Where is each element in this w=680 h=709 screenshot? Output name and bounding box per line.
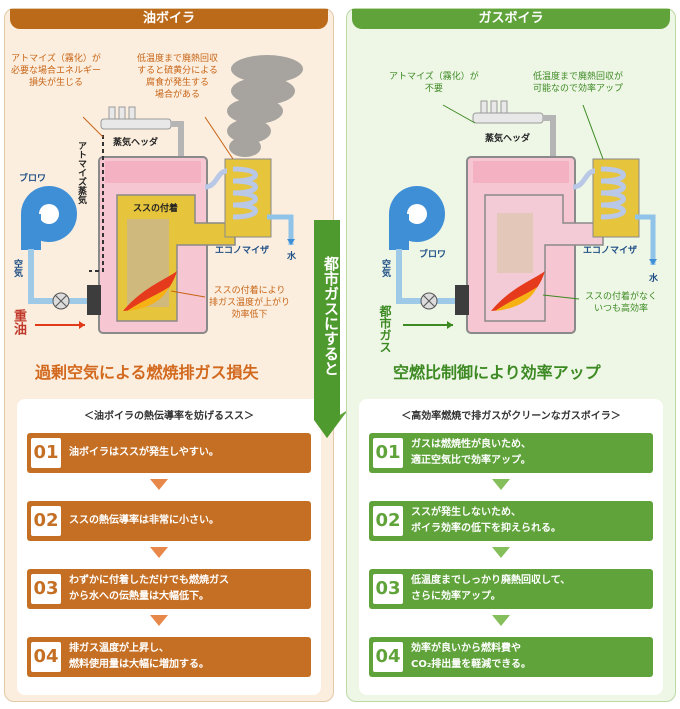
oil-steps-box: ＜油ボイラの熱伝導率を妨げるスス＞ 01 油ボイラはススが発生しやすい。 02 … — [17, 399, 321, 695]
atomize-steam-label: アトマイズ蒸気 — [76, 141, 86, 204]
oil-step-4: 04 排ガス温度が上昇し、 燃料使用量は大幅に増加する。 — [27, 637, 311, 677]
steam-header-label: 蒸気ヘッダ — [113, 138, 159, 148]
air-label: 空気 — [12, 259, 22, 277]
exhaust-smoke — [227, 55, 303, 157]
step-text: 効率が良いから燃料費や CO₂排出量を軽減できる。 — [411, 643, 532, 670]
oil-steps-title: ＜油ボイラの熱伝導率を妨げるスス＞ — [84, 411, 254, 422]
step-arrow — [150, 547, 168, 558]
blower-label: ブロワ — [419, 250, 447, 260]
step-number: 03 — [31, 574, 61, 604]
steam-header-label: 蒸気ヘッダ — [485, 134, 531, 144]
oil-boiler-illustration — [21, 55, 303, 334]
oil-step-1: 01 油ボイラはススが発生しやすい。 — [27, 433, 311, 473]
oil-boiler-tab: 油ボイラ — [10, 9, 328, 29]
gas-step-2: 02 ススが発生しないため、 ボイラ効率の低下を抑えられる。 — [369, 501, 653, 541]
step-number: 04 — [373, 642, 403, 672]
transition-label: 都市ガスにすると — [322, 256, 340, 376]
corrosion-note: 低温度まで廃熱回収 すると硫黄分による 腐食が発生する 場合がある — [137, 54, 219, 100]
step-text: わずかに付着しただけでも燃焼ガス から水への伝熱量は大幅低下。 — [69, 575, 229, 602]
no-soot-note: ススの付着がなく いつも高効率 — [585, 292, 658, 314]
step-text: 油ボイラはススが発生しやすい。 — [69, 447, 219, 458]
oil-step-3: 03 わずかに付着しただけでも燃焼ガス から水への伝熱量は大幅低下。 — [27, 569, 311, 609]
water-label: 水 — [649, 274, 659, 284]
blower — [389, 186, 445, 250]
soot-efficiency-note: ススの付着により 排ガス温度が上がり 効率低下 — [209, 286, 291, 320]
step-number: 02 — [373, 506, 403, 536]
step-text: 低温度までしっかり廃熱回収して、 さらに効率アップ。 — [411, 575, 571, 602]
gas-boiler-tab: ガスボイラ — [352, 9, 670, 29]
step-text: 排ガス温度が上昇し、 燃料使用量は大幅に増加する。 — [69, 643, 209, 670]
steam-header — [100, 106, 184, 159]
burner — [87, 285, 101, 315]
air-label: 空気 — [380, 259, 390, 277]
gas-boiler-panel: ガスボイラ — [346, 8, 676, 702]
step-arrow — [492, 615, 510, 626]
burner — [455, 285, 469, 315]
gas-steps-box: ＜高効率燃焼で排ガスがクリーンなガスボイラ＞ 01 ガスは燃焼性が良いため、 適… — [359, 399, 663, 695]
step-number: 03 — [373, 574, 403, 604]
atomize-loss-note: アトマイズ（霧化）が 必要な場合エネルギー 損失が生じる — [11, 54, 102, 88]
atomize-steam-line — [89, 135, 104, 272]
oil-step-2: 02 ススの熱伝導率は非常に小さい。 — [27, 501, 311, 541]
blower-label: ブロワ — [19, 174, 47, 184]
step-arrow — [492, 547, 510, 558]
water-label: 水 — [287, 252, 297, 262]
transition-arrow — [314, 220, 348, 438]
economizer-label: エコノマイザ — [215, 246, 270, 256]
step-arrow — [150, 615, 168, 626]
step-number: 01 — [31, 438, 61, 468]
fuel-label: 重油 — [11, 309, 26, 335]
burner-flame — [123, 271, 177, 311]
step-arrow — [150, 479, 168, 490]
step-number: 01 — [373, 438, 403, 468]
gas-headline: 空燃比制御により効率アップ — [393, 363, 601, 382]
burner-flame — [491, 271, 545, 311]
economizer-label: エコノマイザ — [583, 246, 638, 256]
steam-header — [472, 100, 556, 159]
atomize-unneeded-note: アトマイズ（霧化）が 不要 — [389, 72, 479, 94]
oil-boiler-panel: 油ボイラ — [4, 8, 334, 702]
gas-step-4: 04 効率が良いから燃料費や CO₂排出量を軽減できる。 — [369, 637, 653, 677]
gas-step-3: 03 低温度までしっかり廃熱回収して、 さらに効率アップ。 — [369, 569, 653, 609]
heat-recovery-note: 低温度まで廃熱回収が 可能なので効率アップ — [533, 72, 624, 94]
step-text: ガスは燃焼性が良いため、 適正空気比で効率アップ。 — [411, 439, 531, 466]
soot-label: ススの付着 — [133, 204, 179, 214]
step-number: 02 — [31, 506, 61, 536]
gas-step-1: 01 ガスは燃焼性が良いため、 適正空気比で効率アップ。 — [369, 433, 653, 473]
gas-boiler-illustration — [389, 100, 657, 334]
gas-steps-title: ＜高効率燃焼で排ガスがクリーンなガスボイラ＞ — [401, 411, 621, 422]
fuel-label: 都市ガス — [378, 305, 392, 353]
blower — [21, 186, 77, 250]
step-text: ススの熱伝導率は非常に小さい。 — [69, 515, 219, 526]
oil-headline: 過剰空気による燃焼排ガス損失 — [35, 363, 259, 382]
step-number: 04 — [31, 642, 61, 672]
step-arrow — [492, 479, 510, 490]
step-text: ススが発生しないため、 ボイラ効率の低下を抑えられる。 — [411, 507, 561, 534]
